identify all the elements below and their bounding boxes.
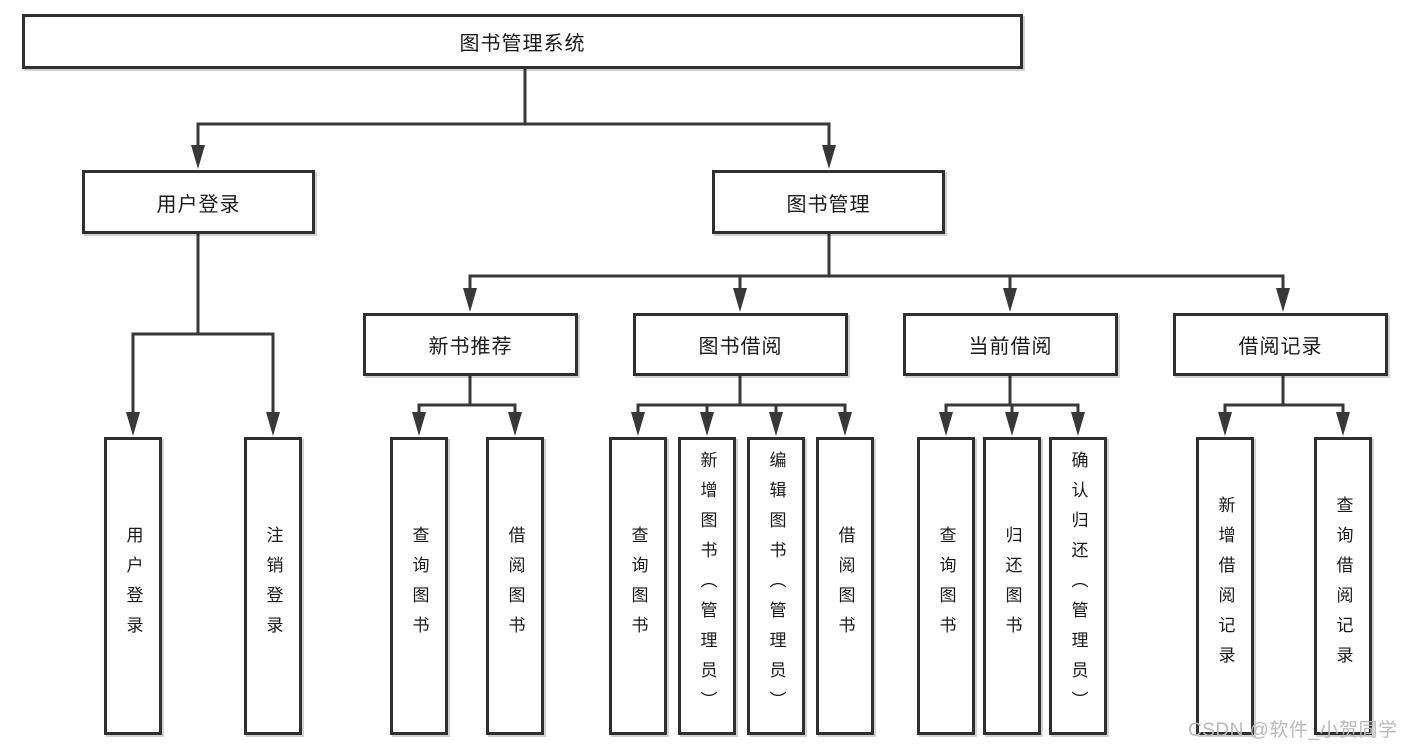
leaf-label: 归还图书 [1002,526,1022,646]
node-borrow-records: 借阅记录 [1173,313,1388,376]
node-book-borrow: 图书借阅 [633,313,848,376]
leaf-label: 用户登录 [123,526,143,646]
leaf-confirm-return-admin: 确认归还（管理员） [1049,437,1107,735]
leaf-label: 确认归还（管理员） [1068,451,1088,721]
leaf-return-books: 归还图书 [983,437,1041,735]
leaf-label: 查询图书 [628,526,648,646]
leaf-borrow-books: 借阅图书 [486,437,544,735]
leaf-label: 查询图书 [936,526,956,646]
node-library-management-system: 图书管理系统 [22,14,1023,69]
leaf-query-books: 查询图书 [609,437,667,735]
leaf-label: 借阅图书 [835,526,855,646]
leaf-label: 查询图书 [409,526,429,646]
csdn-watermark: CSDN @软件_小贺同学 [1188,720,1398,741]
leaf-label: 新增借阅记录 [1215,496,1235,676]
leaf-query-books: 查询图书 [390,437,448,735]
leaf-label: 新增图书（管理员） [697,451,717,721]
leaf-label: 编辑图书（管理员） [766,451,786,721]
leaf-query-books: 查询图书 [917,437,975,735]
leaf-user-login: 用户登录 [104,437,162,735]
node-book-management: 图书管理 [712,170,945,234]
leaf-label: 查询借阅记录 [1333,496,1353,676]
leaf-label: 注销登录 [263,526,283,646]
leaf-borrow-books: 借阅图书 [816,437,874,735]
leaf-edit-books-admin: 编辑图书（管理员） [747,437,805,735]
node-current-borrow: 当前借阅 [903,313,1118,376]
node-user-login: 用户登录 [82,170,315,234]
leaf-query-borrow-record: 查询借阅记录 [1314,437,1372,735]
leaf-logout: 注销登录 [244,437,302,735]
leaf-add-borrow-record: 新增借阅记录 [1196,437,1254,735]
node-new-book-recommend: 新书推荐 [363,313,578,376]
leaf-label: 借阅图书 [505,526,525,646]
leaf-add-books-admin: 新增图书（管理员） [678,437,736,735]
